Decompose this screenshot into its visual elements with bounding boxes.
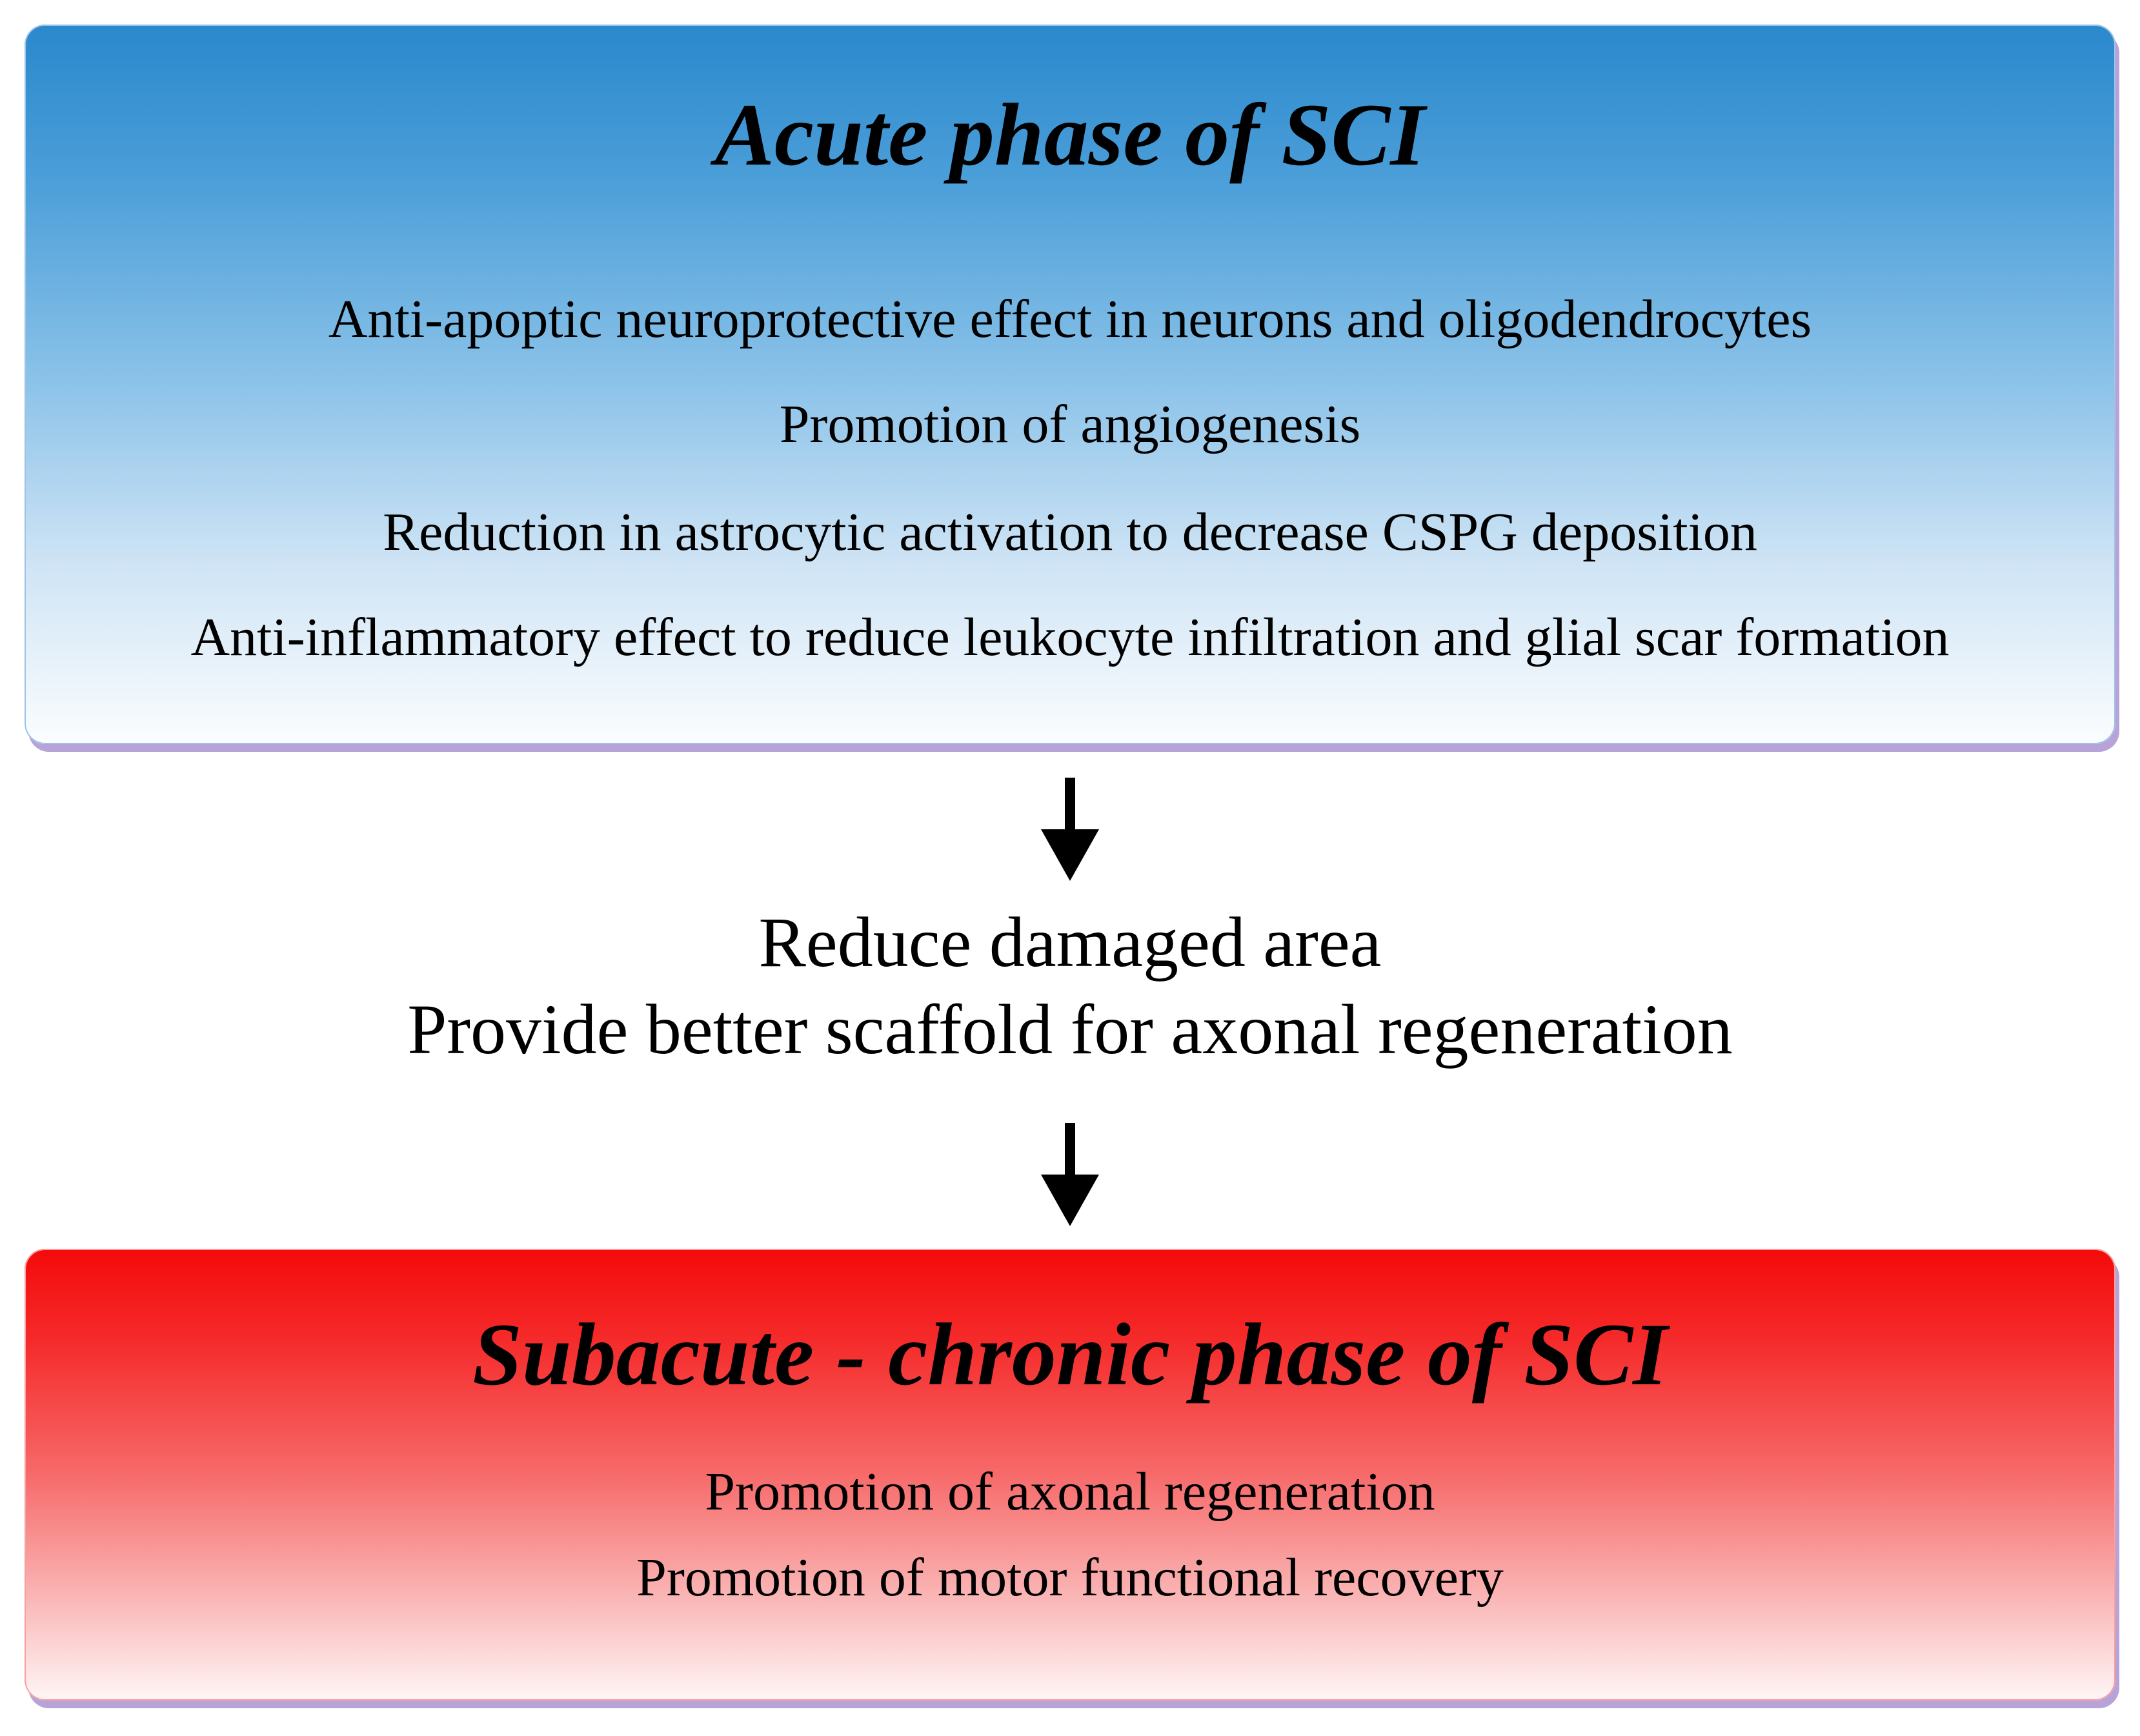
outcome-line-2: Provide better scaffold for axonal regen… (407, 990, 1733, 1069)
arrow-down-icon (1041, 778, 1099, 881)
acute-phase-box: Acute phase of SCI Anti-apoptic neuropro… (25, 25, 2115, 744)
outcome-line-1: Reduce damaged area (758, 903, 1382, 982)
acute-point-1: Anti-apoptic neuroprotective effect in n… (328, 289, 1812, 349)
chronic-point-2: Promotion of motor functional recovery (636, 1548, 1504, 1608)
chronic-phase-title: Subacute - chronic phase of SCI (472, 1305, 1668, 1404)
chronic-point-1: Promotion of axonal regeneration (705, 1462, 1435, 1522)
acute-phase-title: Acute phase of SCI (714, 85, 1426, 184)
acute-point-3: Reduction in astrocytic activation to de… (383, 502, 1757, 562)
acute-point-2: Promotion of angiogenesis (779, 394, 1361, 454)
acute-point-4: Anti-inflammatory effect to reduce leuko… (190, 607, 1950, 667)
arrow-down-icon (1041, 1123, 1099, 1226)
chronic-phase-box: Subacute - chronic phase of SCI Promotio… (25, 1249, 2115, 1701)
